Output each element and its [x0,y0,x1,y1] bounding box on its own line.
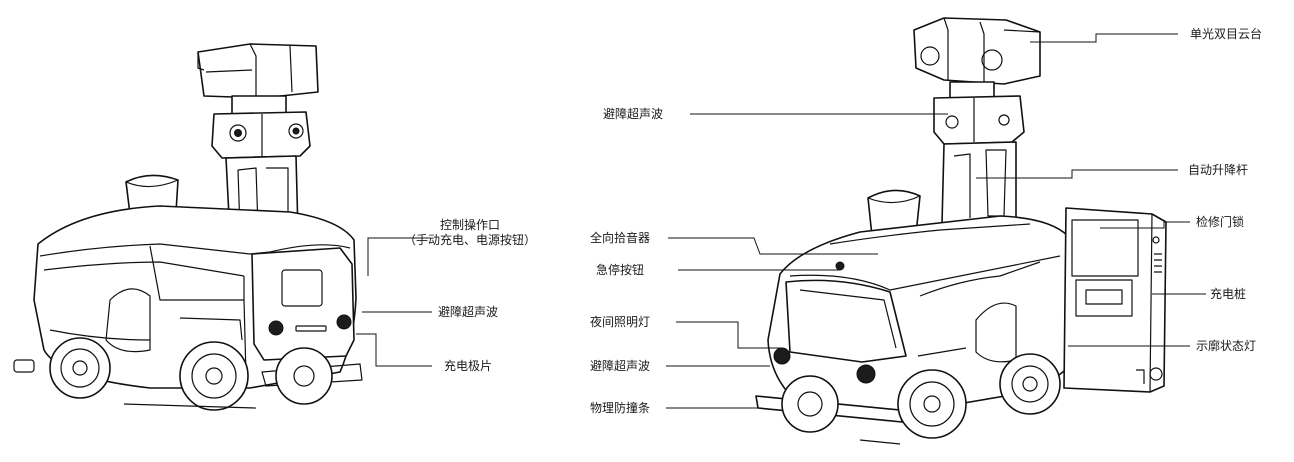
label-control-port-title: 控制操作口 [439,218,500,232]
label-door-lock: 检修门锁 [1196,215,1245,229]
label-lift-pole: 自动升降杆 [1188,163,1249,177]
label-charging-plate: 充电极片 [444,359,493,373]
label-bumper: 物理防撞条 [590,401,651,415]
label-estop: 急停按钮 [596,263,645,277]
label-ultrasonic-front: 避障超声波 [590,359,651,373]
label-night-light: 夜间照明灯 [590,315,651,329]
label-outline-light: 示廓状态灯 [1196,339,1257,353]
label-mic: 全向拾音器 [590,231,651,245]
label-ultrasonic-top: 避障超声波 [603,107,664,121]
label-ptz: 单光双目云台 [1190,27,1263,41]
label-charging-pile: 充电桩 [1210,287,1247,301]
label-ultrasonic-rear: 避障超声波 [438,305,499,319]
label-control-port: 控制操作口 （手动充电、电源按钮） [380,218,560,248]
label-control-port-detail: （手动充电、电源按钮） [403,233,536,247]
right-robot-drawing [666,17,1206,445]
left-robot-drawing [13,43,432,411]
